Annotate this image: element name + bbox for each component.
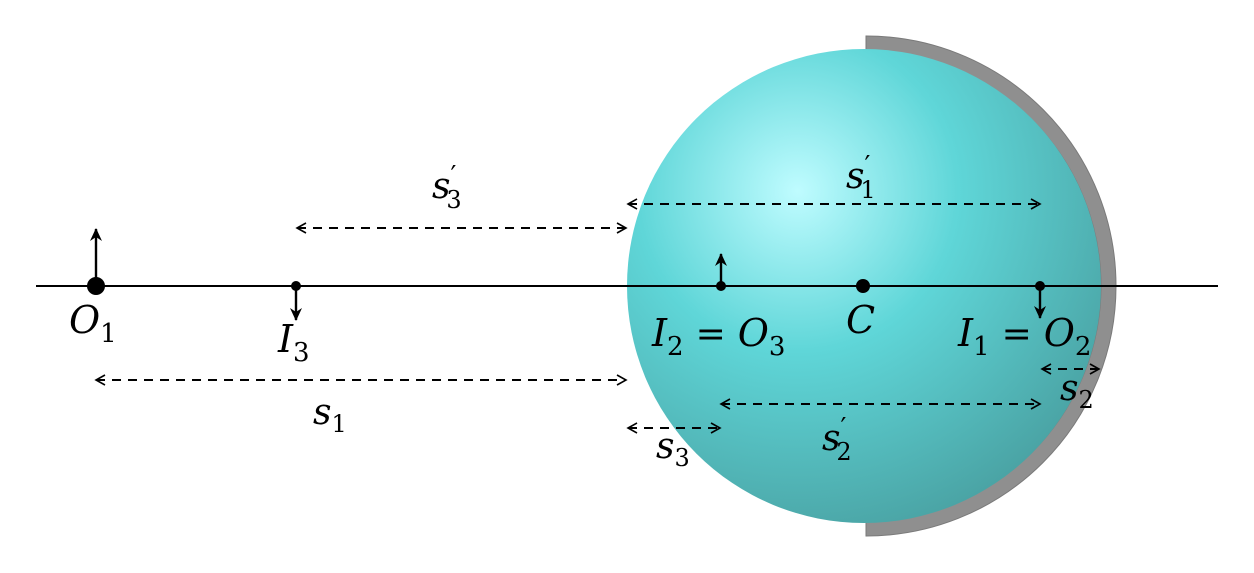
label-i1-eq-o2: I1=O2: [957, 311, 1091, 362]
label-s1-prime: s′1: [846, 151, 876, 204]
label-s2: s2: [1060, 368, 1094, 414]
point-i2: [716, 281, 726, 291]
label-s3-prime: s′3: [432, 161, 462, 214]
label-s1: s1: [313, 392, 347, 438]
label-s2-prime: s′2: [822, 413, 852, 466]
point-c: [856, 279, 870, 293]
label-i2-eq-o3: I2=O3: [651, 311, 785, 362]
point-i1: [1035, 281, 1045, 291]
label-i3: I3: [277, 317, 310, 368]
label-s3: s3: [656, 426, 690, 472]
point-o1: [87, 277, 105, 295]
point-i3: [291, 281, 301, 291]
label-c: C: [846, 298, 875, 342]
label-o1: O1: [69, 298, 117, 349]
